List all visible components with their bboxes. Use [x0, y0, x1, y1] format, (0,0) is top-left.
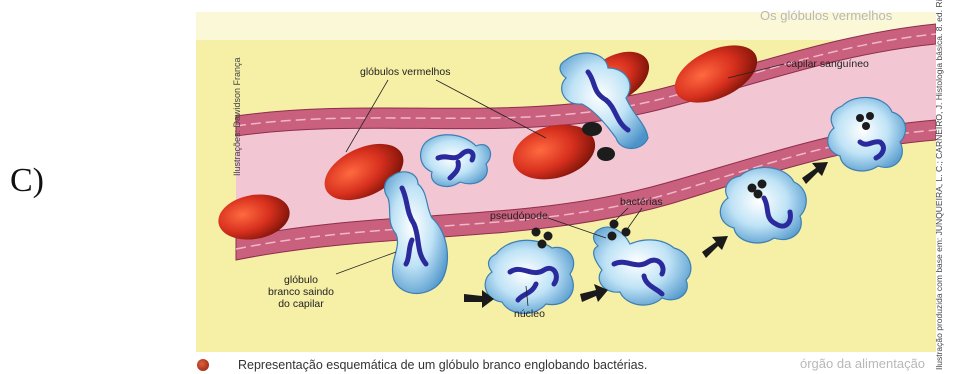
side-text-top: Os glóbulos vermelhos: [760, 8, 892, 23]
figure-caption: Representação esquemática de um glóbulo …: [238, 358, 647, 372]
side-text-bottom: órgão da alimentação: [800, 356, 925, 371]
bacterium: [538, 240, 547, 249]
illustration-credit: Ilustrações: Dawidson França: [232, 57, 242, 176]
label-red-cells: glóbulos vermelhos: [360, 66, 450, 78]
source-credit: Ilustração produzida com base em: JUNQUE…: [934, 30, 944, 370]
label-leaving-line-2: branco saindo: [268, 286, 334, 298]
label-capillary: capilar sanguíneo: [786, 58, 869, 70]
bacterium: [758, 180, 767, 189]
label-nucleus: núcleo: [514, 308, 545, 320]
bacterium: [866, 112, 874, 120]
label-pseudopod: pseudópode: [490, 210, 548, 222]
bacterium: [862, 122, 870, 130]
phagocytosis-illustration: glóbulos vermelhos capilar sanguíneo bac…: [196, 12, 936, 352]
label-leaving-line-3: do capilar: [268, 298, 334, 310]
bacterium: [856, 114, 864, 122]
label-leaving-line-1: glóbulo: [268, 274, 334, 286]
label-white-cell-leaving: glóbulo branco saindo do capilar: [268, 274, 334, 310]
caption-bullet-icon: [197, 359, 209, 371]
bacterium: [532, 228, 541, 237]
bacterium: [622, 228, 631, 237]
bacterium: [608, 232, 617, 241]
bacterium: [544, 232, 553, 241]
bacterium: [582, 122, 602, 136]
bacterium: [754, 190, 763, 199]
bacterium: [597, 147, 615, 161]
bacterium: [610, 220, 619, 229]
option-letter: C): [10, 162, 44, 200]
label-bacteria: bactérias: [620, 196, 663, 208]
